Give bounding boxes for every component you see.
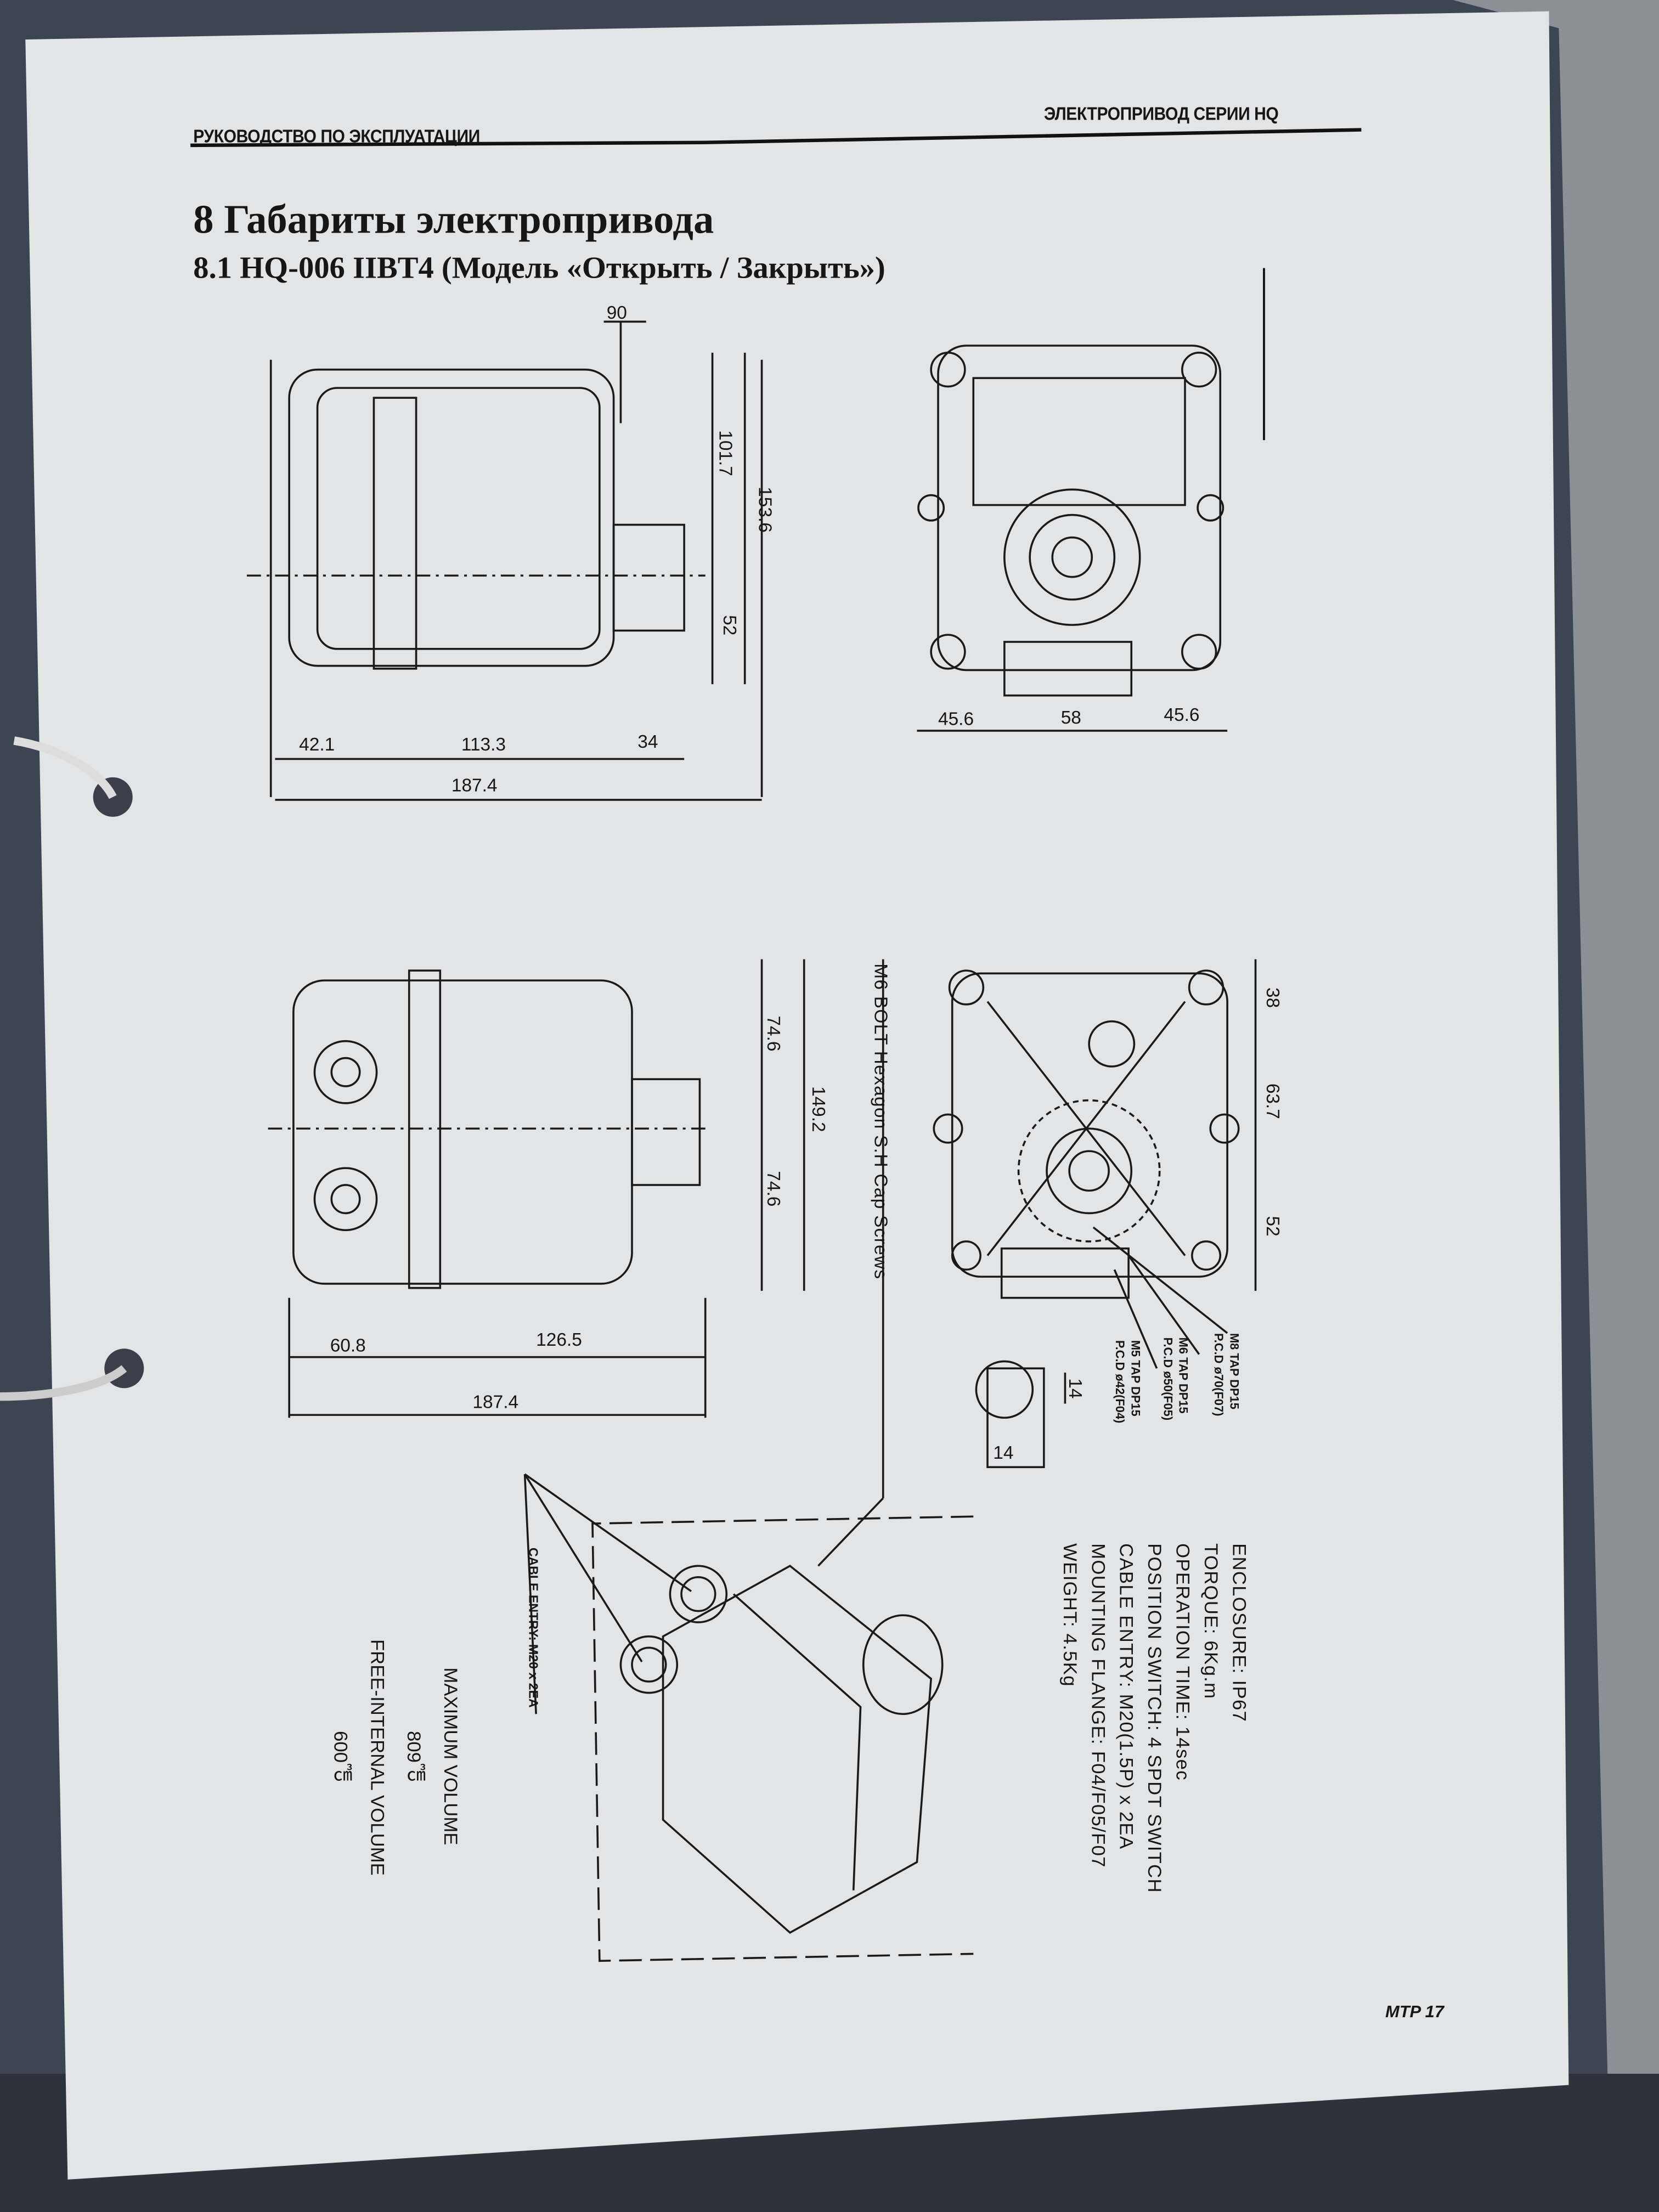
bolt-note: M6 BOLT Hexagon S.H Cap Screws [870, 963, 892, 1280]
tap-label-f07: M8 TAP DP15 P.C.D ø70(F07) [1210, 1333, 1242, 1416]
dim-label: 34 [637, 730, 658, 752]
top-side-view-drawing [246, 320, 763, 801]
free-volume-label: FREE-INTERNAL VOLUME [366, 1639, 388, 1876]
top-front-view-drawing [917, 345, 1228, 732]
free-volume-value: 600㎤ [330, 1731, 352, 1783]
mid-bottom-view-drawing [933, 959, 1257, 1369]
paper-sheet [25, 11, 1569, 2180]
dim-label: 14 [993, 1441, 1014, 1463]
dim-label: 63.7 [1262, 1083, 1284, 1119]
spec-position-switch: POSITION SWITCH: 4 SPDT SWITCH [1144, 1543, 1165, 1893]
tap-label-f04: M5 TAP DP15 P.C.D ø42(F04) [1111, 1340, 1143, 1423]
tap-line: M6 TAP DP15 [1176, 1337, 1191, 1414]
dim-label: 45.6 [938, 708, 974, 730]
dim-label: 187.4 [472, 1391, 519, 1412]
tap-line: P.C.D ø50(F05) [1161, 1337, 1175, 1421]
dim-label: 74.6 [763, 1015, 785, 1052]
tap-label-f05: M6 TAP DP15 P.C.D ø50(F05) [1160, 1337, 1191, 1421]
spec-cable-entry: CABLE ENTRY: M20(1.5P) x 2EA [1115, 1543, 1137, 1850]
square-drive-drawing [975, 1360, 1066, 1469]
dim-label: 113.3 [461, 733, 506, 755]
tap-line: M5 TAP DP15 [1128, 1340, 1143, 1417]
header-left-title: РУКОВОДСТВО ПО ЭКСПЛУАТАЦИИ [193, 125, 480, 147]
dim-label: 58 [1060, 707, 1081, 728]
dim-label: 101.7 [715, 430, 737, 476]
spec-operation-time: OPERATION TIME: 14sec [1172, 1543, 1194, 1781]
section-title: 8 Габариты электропривода [193, 197, 714, 243]
section-subtitle: 8.1 HQ-006 IIBT4 (Модель «Открыть / Закр… [193, 250, 885, 285]
dim-label: 42.1 [299, 733, 335, 755]
dim-label: 187.4 [451, 774, 498, 796]
volume-block: MAXIMUM VOLUME 809㎤ FREE-INTERNAL VOLUME… [321, 1620, 468, 1894]
tap-line: M8 TAP DP15 [1227, 1333, 1242, 1409]
dim-label: 126.5 [536, 1329, 582, 1350]
header-rule [190, 128, 1362, 148]
spec-mounting-flange: MOUNTING FLANGE: F04/F05/F07 [1087, 1543, 1109, 1868]
max-volume-label: MAXIMUM VOLUME [440, 1668, 461, 1846]
cable-entry-note: CABLE ENTRY: M20 x 2EA [526, 1547, 540, 1708]
dim-label: 60.8 [330, 1334, 366, 1356]
dim-label: 149.2 [808, 1086, 830, 1132]
isometric-view-drawing [523, 1473, 974, 1962]
max-volume-value: 809㎤ [403, 1731, 425, 1783]
dim-label: 38 [1262, 987, 1284, 1008]
dim-label: 90 [606, 302, 627, 323]
dim-label: 45.6 [1164, 704, 1200, 725]
dim-label: 14 [1065, 1378, 1086, 1399]
page-number: MTP 17 [1385, 2001, 1444, 2022]
spec-list: ENCLOSURE: IP67 TORQUE: 6Kg.m OPERATION … [1055, 1543, 1252, 1893]
dim-label: 153.6 [754, 487, 776, 533]
dim-label: 52 [719, 615, 741, 636]
folder-cover [1453, 0, 1659, 2102]
dim-label: 74.6 [763, 1171, 785, 1207]
tap-line: P.C.D ø42(F04) [1113, 1340, 1127, 1424]
binder-hole [104, 1348, 144, 1389]
mid-side-view-drawing [268, 959, 884, 1498]
binder-ring [13, 736, 117, 799]
header-right-title: ЭЛЕКТРОПРИВОД СЕРИИ HQ [1043, 103, 1279, 125]
dim-label: 52 [1262, 1216, 1284, 1237]
spec-torque: TORQUE: 6Kg.m [1200, 1543, 1222, 1700]
binder-ring [0, 1365, 127, 1401]
tap-line: P.C.D ø70(F07) [1211, 1333, 1226, 1417]
spec-weight: WEIGHT: 4.5Kg [1059, 1543, 1081, 1687]
spec-enclosure: ENCLOSURE: IP67 [1228, 1543, 1250, 1723]
